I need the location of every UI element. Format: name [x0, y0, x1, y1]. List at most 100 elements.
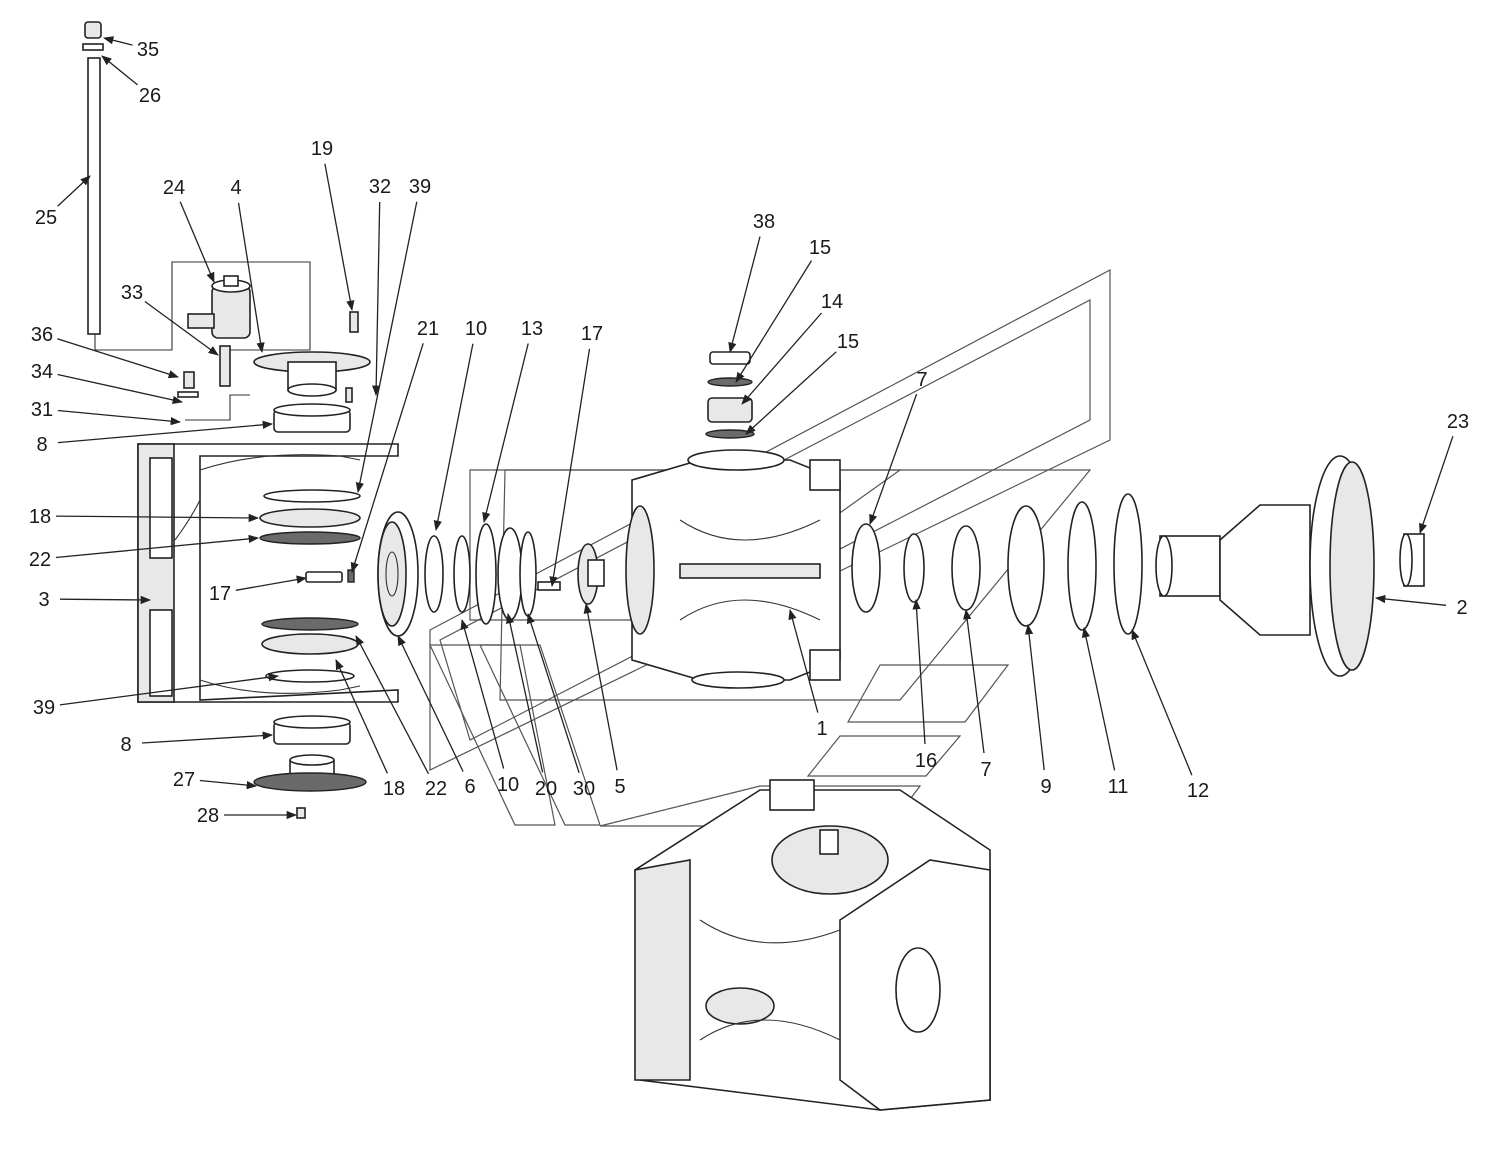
callout-leaders — [55, 36, 1454, 820]
ring-18-bottom — [261, 633, 359, 655]
callout-leader-c10a — [433, 343, 474, 532]
callout-leader-c32 — [372, 201, 381, 397]
callout-label-c11: 11 — [1108, 776, 1129, 798]
hub-5 — [577, 543, 605, 605]
callout-label-c18b: 18 — [383, 778, 405, 800]
callout-label-c36: 36 — [31, 324, 53, 346]
washer-34 — [177, 391, 199, 398]
projection-plane-inner — [439, 299, 1091, 741]
assembled-view — [634, 779, 991, 1111]
callout-leader-c8a — [57, 420, 274, 444]
callout-label-c8a: 8 — [36, 434, 47, 456]
callout-leader-c8b — [141, 731, 274, 744]
callout-label-c26: 26 — [139, 85, 161, 107]
callout-leader-c30 — [526, 613, 580, 773]
callout-label-c20: 20 — [535, 778, 557, 800]
ring-13 — [475, 523, 497, 625]
callout-leader-c7b — [963, 608, 985, 754]
ring-10-a — [424, 535, 444, 613]
ring-7-a — [851, 523, 881, 613]
callout-label-c16: 16 — [915, 750, 937, 772]
callout-leader-c38 — [728, 236, 761, 354]
projection-plane-main — [429, 269, 1111, 771]
plug-28 — [296, 807, 306, 819]
callout-leader-c21 — [350, 343, 424, 573]
callout-label-c19: 19 — [311, 138, 333, 160]
ring-39-top — [263, 489, 361, 503]
callout-leader-c31 — [57, 409, 182, 426]
callout-leader-c18b — [335, 659, 388, 774]
ring-39-bottom — [265, 669, 355, 683]
callout-label-c15a: 15 — [809, 237, 831, 259]
callout-label-c17b: 17 — [581, 323, 603, 345]
rod-assembly — [82, 21, 311, 351]
central-body-1 — [625, 449, 841, 689]
callout-leader-c10b — [460, 618, 505, 769]
callout-label-c7b: 7 — [980, 759, 991, 781]
callout-label-c10a: 10 — [465, 318, 487, 340]
callout-leader-c13 — [482, 343, 529, 524]
bushing-14 — [707, 397, 753, 423]
bearing-8-bottom — [273, 715, 351, 745]
ring-10-b — [453, 535, 471, 613]
callout-leader-c3 — [59, 595, 152, 605]
callout-label-c22a: 22 — [29, 549, 51, 571]
callout-label-c24: 24 — [163, 177, 185, 199]
callout-leader-c22b — [355, 635, 430, 775]
projection-strip-2 — [479, 644, 601, 826]
housing-3 — [137, 443, 399, 703]
callout-label-c4: 4 — [230, 177, 241, 199]
callout-label-c22b: 22 — [425, 778, 447, 800]
bolt-17-mid — [537, 581, 561, 591]
ring-22-bottom — [261, 617, 359, 631]
callout-leader-c19 — [324, 163, 355, 312]
rod-25 — [87, 57, 101, 335]
washer-26 — [82, 43, 104, 51]
callout-leader-c6 — [397, 635, 464, 772]
ring-11 — [1067, 501, 1097, 631]
callout-label-c8b: 8 — [120, 734, 131, 756]
callout-label-c21: 21 — [417, 318, 439, 340]
cap-23 — [1399, 533, 1425, 587]
callout-label-c2: 2 — [1456, 597, 1467, 619]
ring-16 — [903, 533, 925, 603]
ring-12 — [1113, 493, 1143, 635]
callout-leader-c4 — [237, 202, 265, 354]
callout-leader-c2 — [1374, 594, 1447, 606]
callout-leader-c33 — [144, 300, 219, 356]
callout-leader-c23 — [1419, 435, 1454, 534]
shaft-flange-2 — [1155, 455, 1375, 677]
callout-label-c33: 33 — [121, 282, 143, 304]
callout-leader-c20 — [505, 612, 544, 773]
callout-leader-c15a — [735, 260, 813, 383]
callout-label-c28: 28 — [197, 805, 219, 827]
callout-label-c23: 23 — [1447, 411, 1469, 433]
bolt-19 — [349, 311, 359, 333]
callout-label-c35: 35 — [137, 39, 159, 61]
pin-21 — [347, 569, 355, 583]
bolt-17-left — [305, 571, 343, 583]
ring-9 — [1007, 505, 1045, 627]
callout-leader-c1 — [788, 608, 819, 713]
callout-label-c39b: 39 — [33, 697, 55, 719]
callout-leader-c14 — [741, 312, 822, 405]
projection-box-1 — [846, 664, 1010, 723]
bolt-36 — [183, 371, 195, 389]
callout-label-c32: 32 — [369, 176, 391, 198]
callout-leader-c9 — [1024, 623, 1045, 771]
callout-label-c7a: 7 — [916, 369, 927, 391]
callout-label-c38: 38 — [753, 211, 775, 233]
pin-33 — [219, 345, 231, 387]
pin-32 — [345, 387, 353, 403]
bolt-35 — [84, 21, 102, 39]
callout-leader-c39a — [355, 201, 418, 494]
top-cap-4 — [253, 351, 371, 397]
projection-box-2 — [806, 735, 962, 777]
callout-label-c30: 30 — [573, 778, 595, 800]
wire-31 — [185, 394, 250, 421]
flange-6 — [377, 511, 419, 637]
callout-label-c14: 14 — [821, 291, 843, 313]
